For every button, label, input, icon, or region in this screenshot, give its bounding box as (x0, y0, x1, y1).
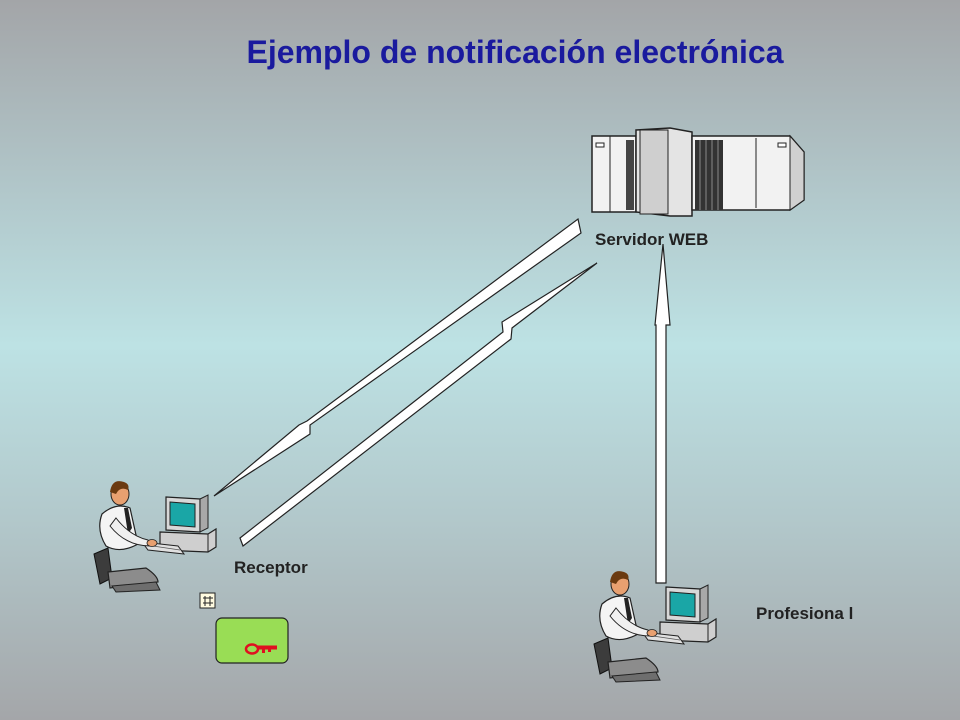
server-rack-icon (591, 127, 805, 217)
arrow-profesional-to-server (654, 243, 671, 584)
arrow-receptor-to-server (239, 262, 598, 547)
key-icon (244, 643, 277, 655)
receptor-person-icon (93, 480, 217, 593)
server-label: Servidor WEB (595, 230, 709, 249)
arrow-server-to-receptor (213, 217, 582, 497)
key-card (215, 617, 289, 664)
receptor-label: Receptor (234, 558, 308, 577)
profesional-label: Profesiona l (756, 604, 854, 623)
profesional-person-icon (593, 570, 717, 683)
small-grid-icon (199, 592, 216, 609)
slide-title: Ejemplo de notificación electrónica (246, 34, 784, 70)
